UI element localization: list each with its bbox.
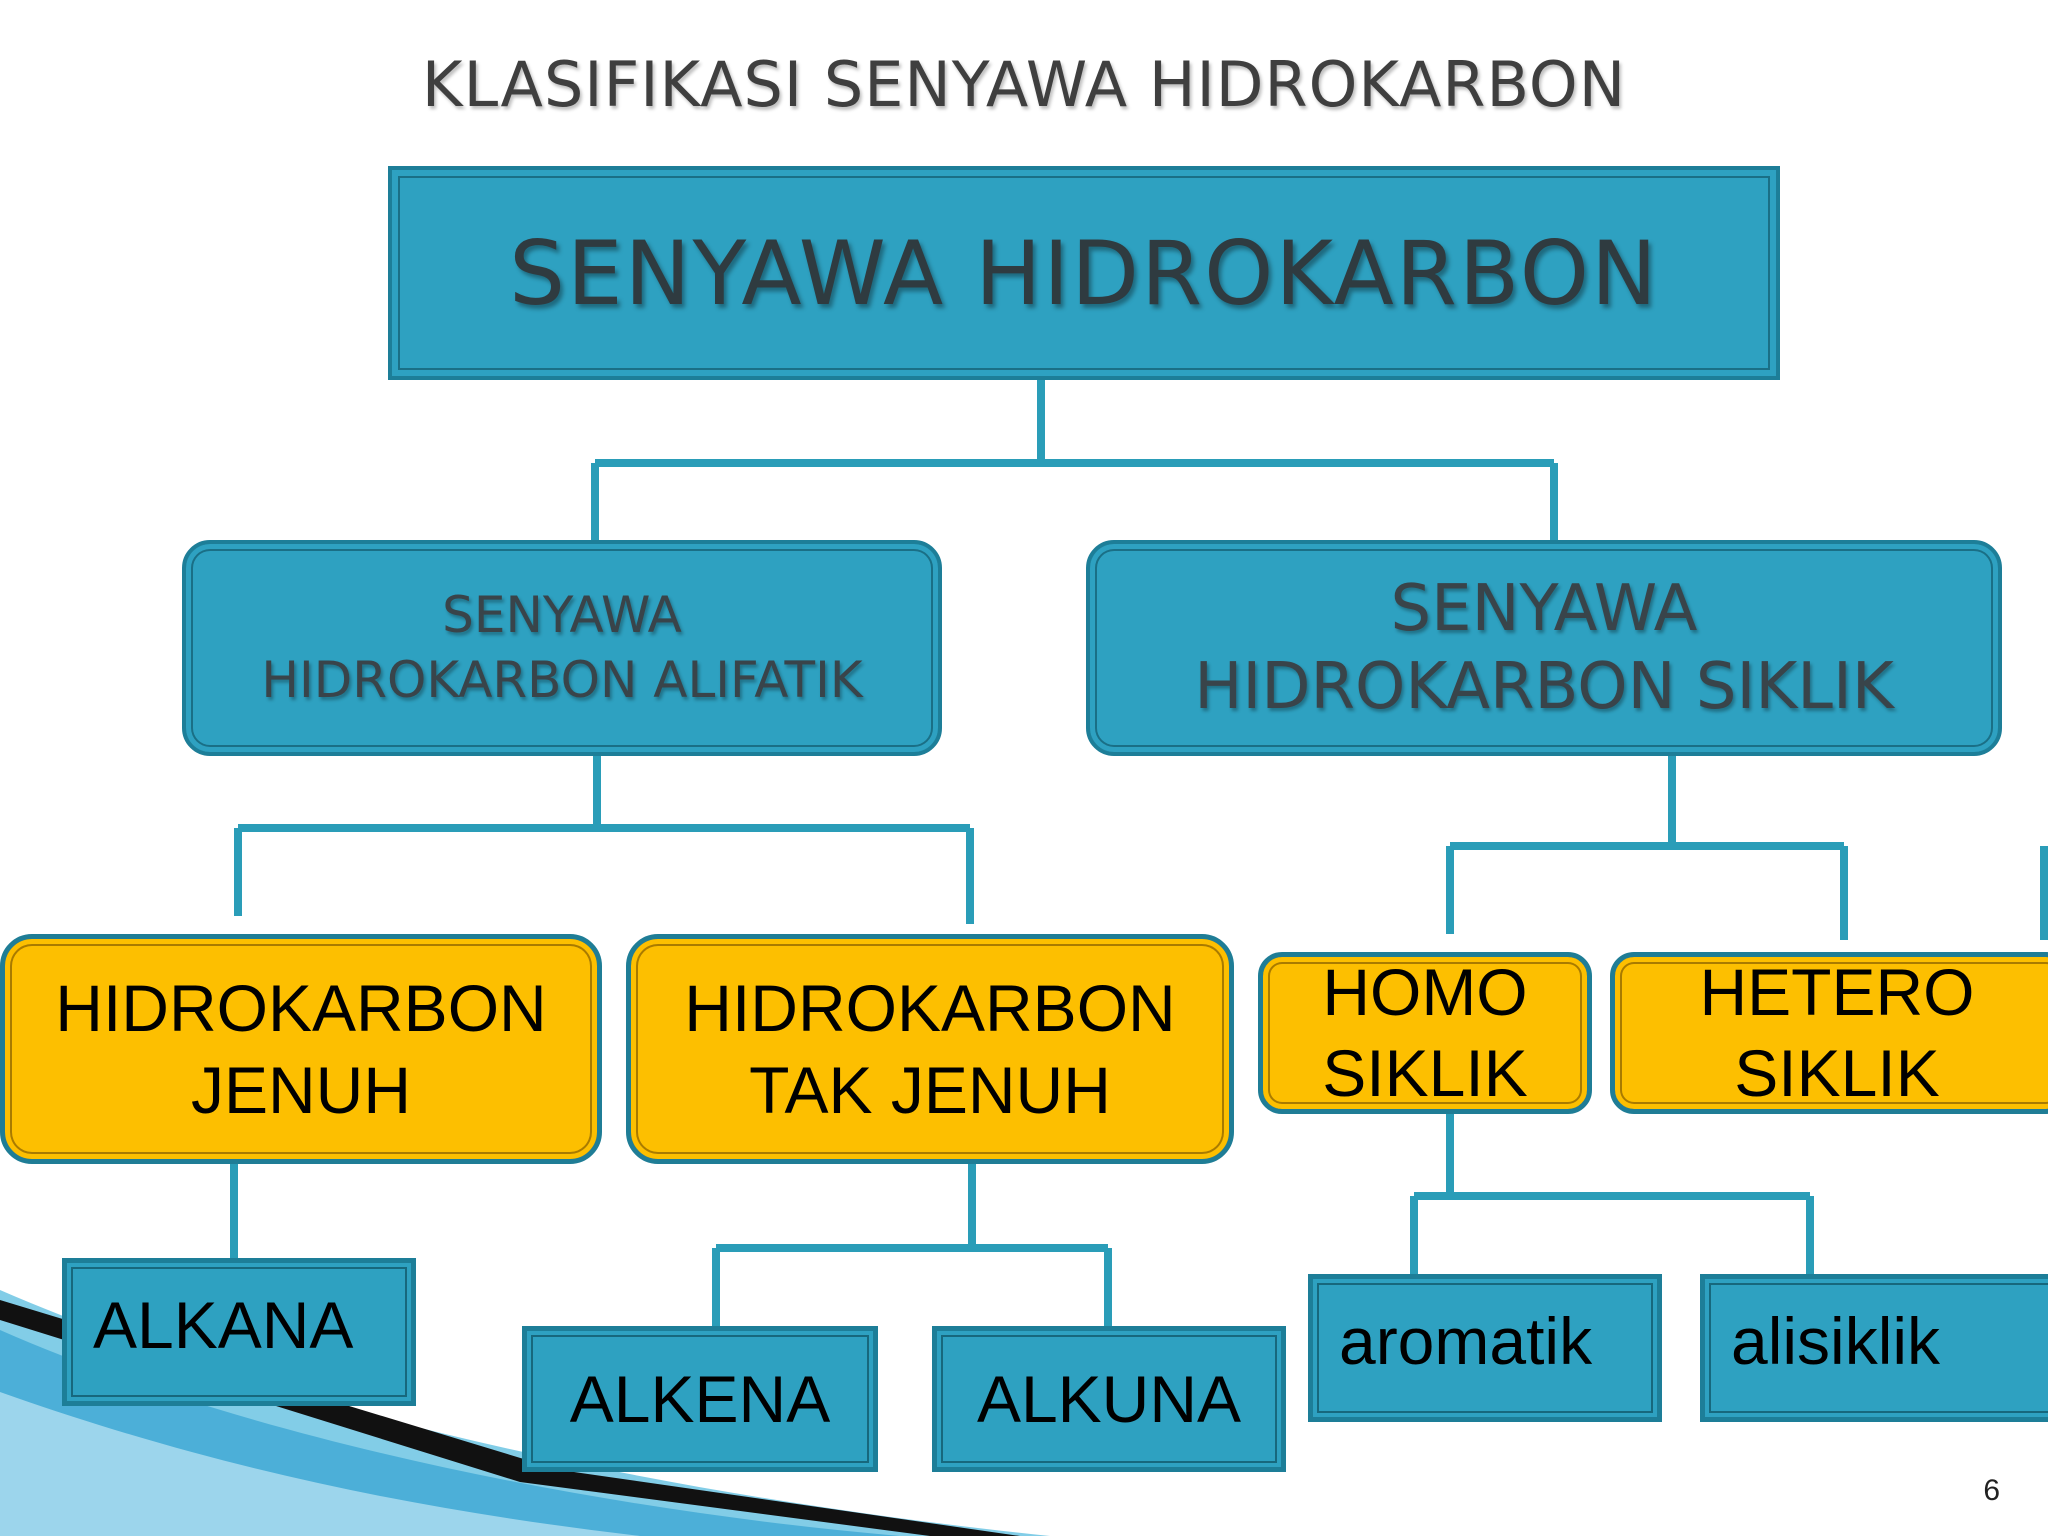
node-hetero-siklik: HETERO SIKLIK [1610, 952, 2048, 1114]
leaf-alkuna: ALKUNA [932, 1326, 1286, 1472]
leaf-alkuna-label: ALKUNA [976, 1362, 1242, 1436]
leaf-alkana: ALKANA [62, 1258, 416, 1406]
slide-title: KLASIFIKASI SENYAWA HIDROKARBON [421, 48, 1627, 121]
node-alifatik: SENYAWA HIDROKARBON ALIFATIK [182, 540, 942, 756]
node-jenuh-label: HIDROKARBON JENUH [55, 970, 547, 1128]
leaf-alisiklik-label: alisiklik [1731, 1304, 1941, 1378]
node-hetero-siklik-label: HETERO SIKLIK [1699, 955, 1975, 1110]
leaf-aromatik: aromatik [1308, 1274, 1662, 1422]
leaf-aromatik-label: aromatik [1339, 1304, 1593, 1378]
node-alifatik-label: SENYAWA HIDROKARBON ALIFATIK [261, 586, 863, 709]
node-jenuh: HIDROKARBON JENUH [0, 934, 602, 1164]
leaf-alisiklik: alisiklik [1700, 1274, 2048, 1422]
node-siklik: SENYAWA HIDROKARBON SIKLIK [1086, 540, 2002, 756]
node-homo-siklik-label: HOMO SIKLIK [1322, 955, 1528, 1110]
leaf-alkena-label: ALKENA [569, 1362, 831, 1436]
node-siklik-label: SENYAWA HIDROKARBON SIKLIK [1194, 571, 1894, 724]
page-number: 6 [1983, 1474, 2000, 1507]
root-node-label: SENYAWA HIDROKARBON [509, 221, 1659, 325]
root-node: SENYAWA HIDROKARBON [388, 166, 1780, 380]
node-homo-siklik: HOMO SIKLIK [1258, 952, 1592, 1114]
node-tak-jenuh-label: HIDROKARBON TAK JENUH [684, 970, 1176, 1128]
node-tak-jenuh: HIDROKARBON TAK JENUH [626, 934, 1234, 1164]
leaf-alkana-label: ALKANA [93, 1288, 354, 1362]
leaf-alkena: ALKENA [522, 1326, 878, 1472]
